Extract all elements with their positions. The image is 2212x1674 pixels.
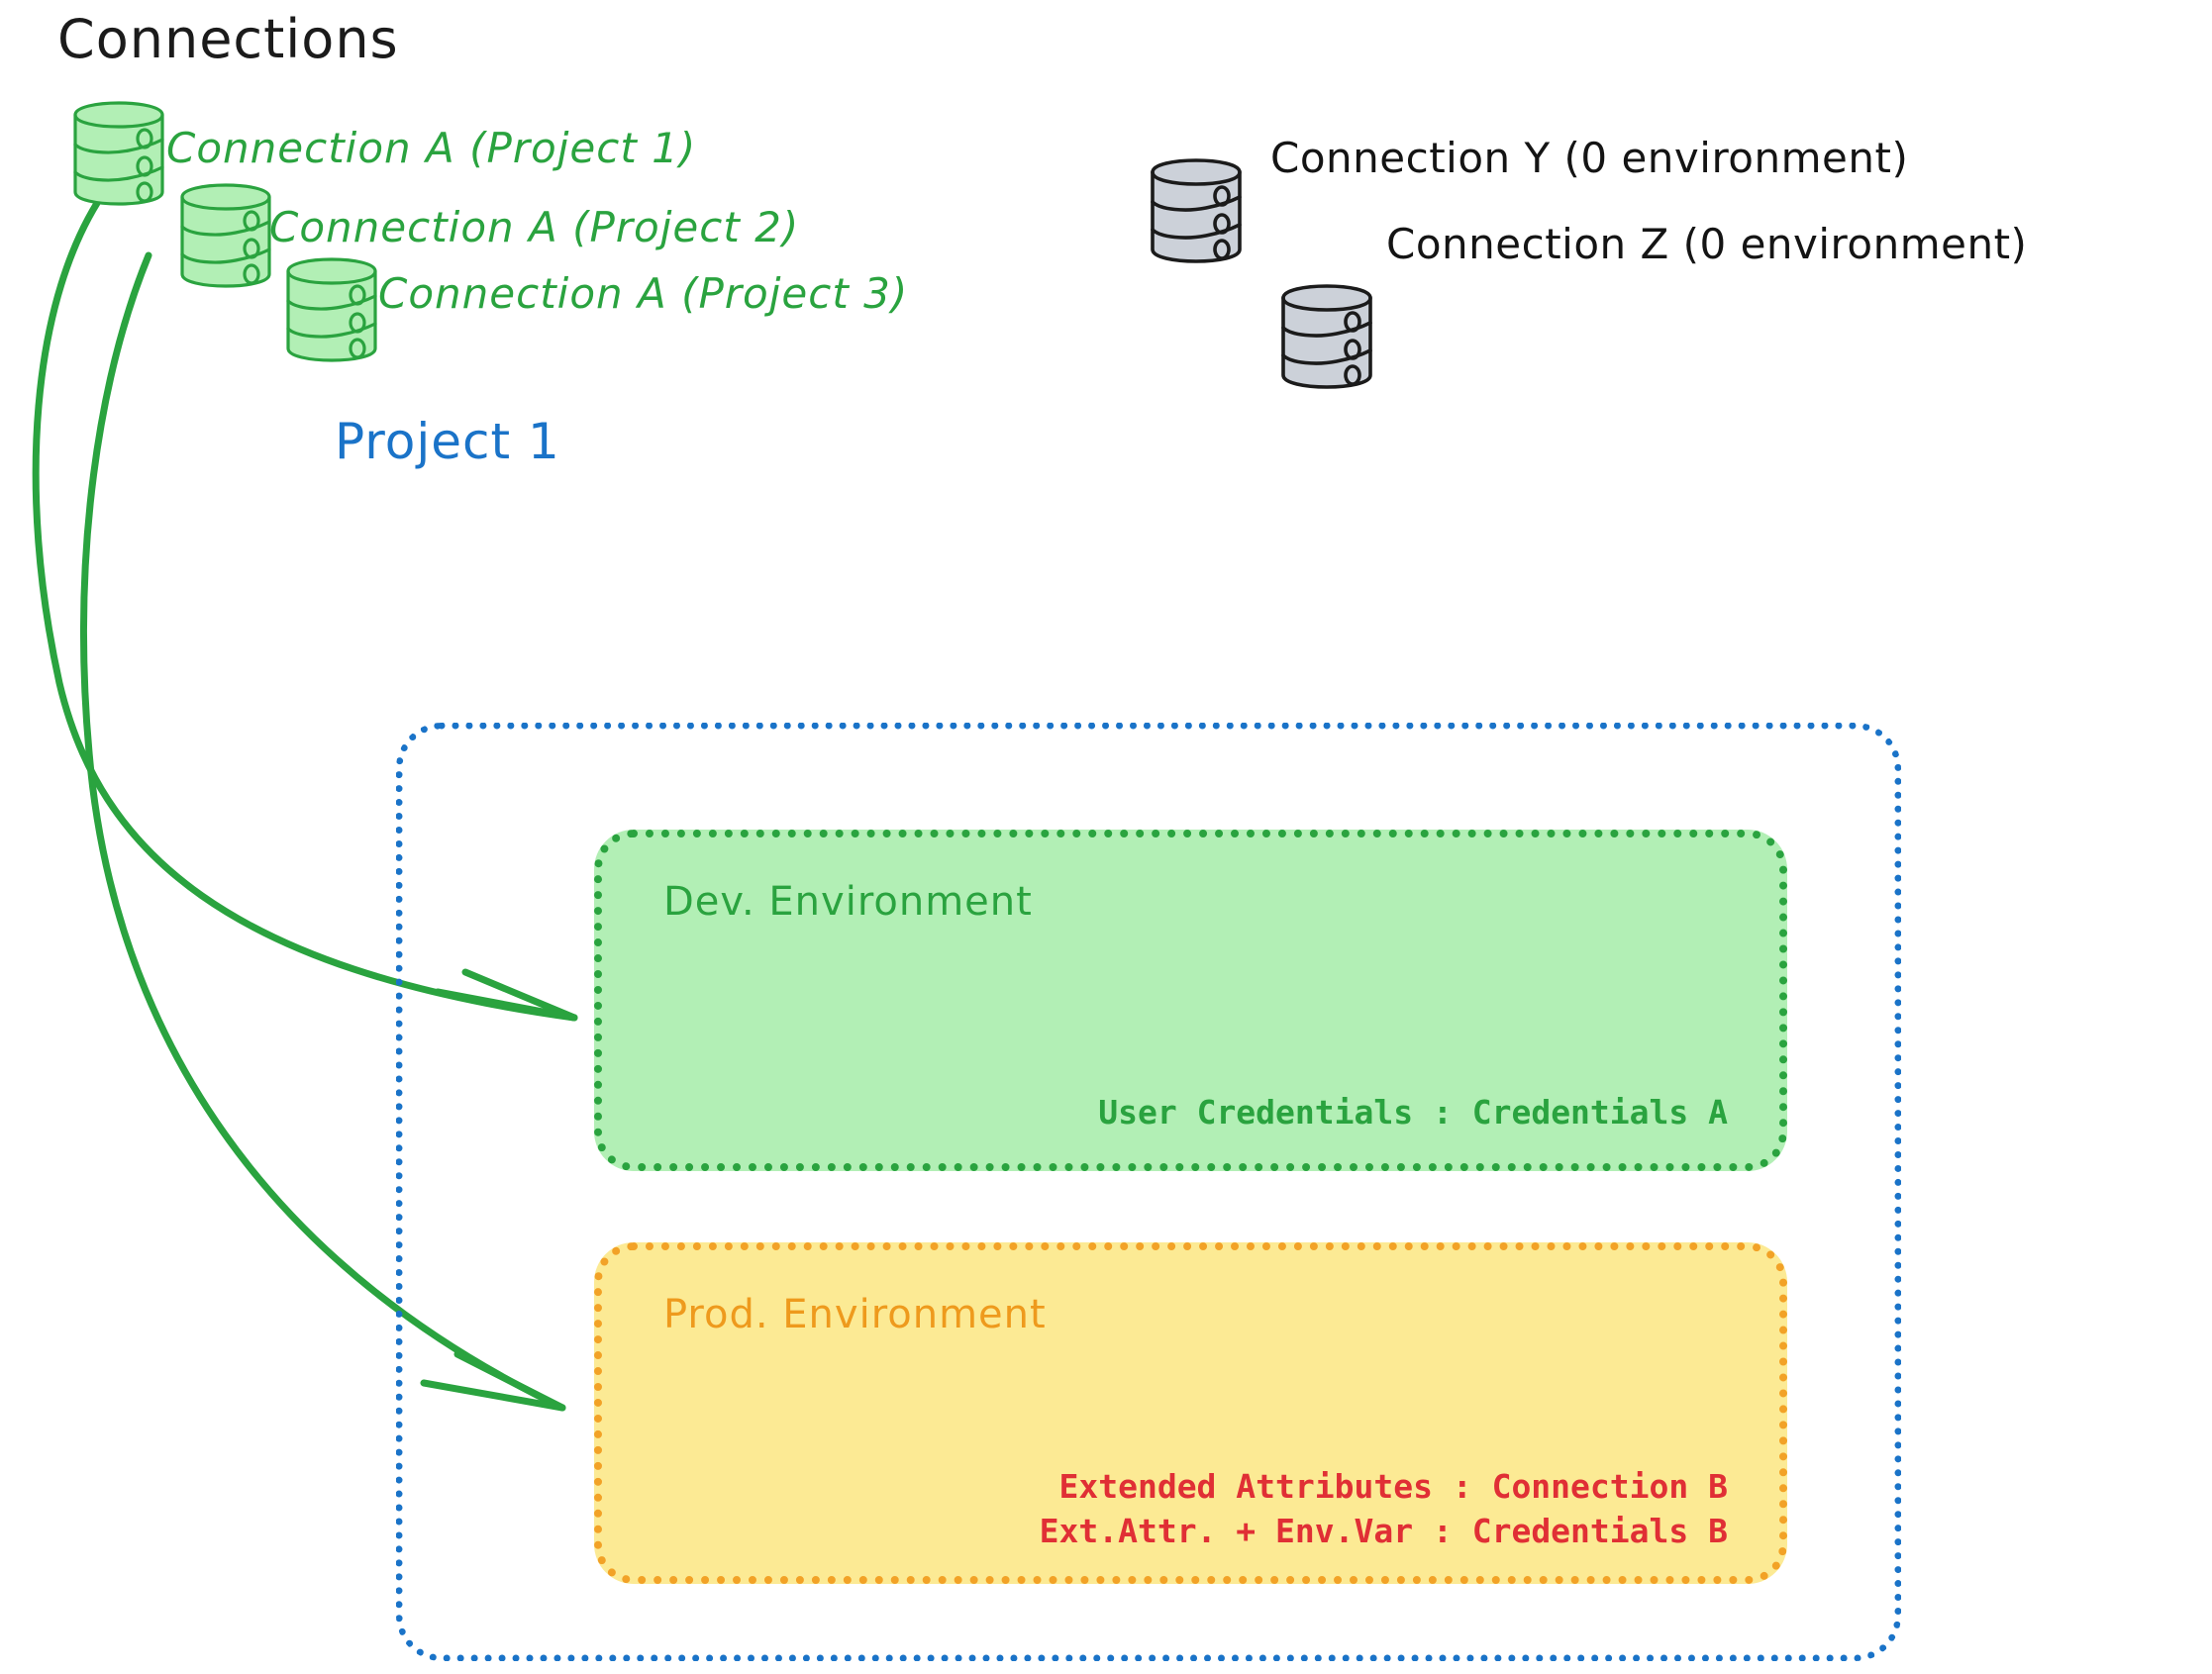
connection-label-z: Connection Z (0 environment): [1386, 220, 2028, 268]
connection-label-a-project-3: Connection A (Project 3): [378, 269, 909, 318]
prod-detail-line-2: Ext.Attr. + Env.Var : Credentials B: [1039, 1512, 1728, 1551]
page-title: Connections: [57, 8, 399, 70]
connection-label-a-project-1: Connection A (Project 1): [166, 124, 697, 172]
dev-environment-box: Dev. Environment User Credentials : Cred…: [594, 830, 1787, 1171]
prod-detail-line-1: Extended Attributes : Connection B: [1058, 1466, 1728, 1506]
prod-environment-box: Prod. Environment Extended Attributes : …: [594, 1242, 1787, 1584]
dev-environment-details: User Credentials : Credentials A: [1098, 1093, 1728, 1132]
database-icon: [1281, 284, 1372, 389]
database-icon: [180, 183, 271, 288]
database-icon: [73, 101, 164, 206]
database-icon: [1151, 158, 1242, 263]
prod-environment-details: Extended Attributes : Connection B Ext.At…: [1040, 1464, 1728, 1554]
dev-environment-title: Dev. Environment: [663, 879, 1033, 925]
connection-label-a-project-2: Connection A (Project 2): [269, 203, 800, 251]
project-label: Project 1: [335, 413, 560, 470]
project-container: [396, 723, 1901, 1661]
database-icon: [286, 257, 377, 362]
prod-environment-title: Prod. Environment: [663, 1292, 1047, 1337]
connection-label-y: Connection Y (0 environment): [1270, 134, 1909, 182]
